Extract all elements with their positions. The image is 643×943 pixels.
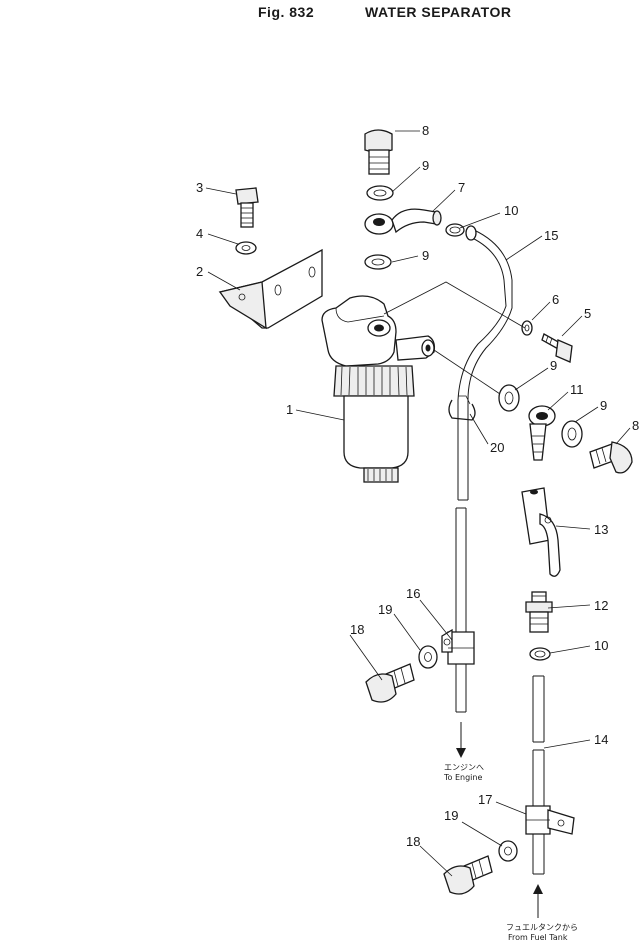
- callout-18-lower: 18: [406, 834, 420, 849]
- clip-part-10-top: [445, 223, 465, 237]
- callout-19-lower: 19: [444, 808, 458, 823]
- leader-lines: [205, 130, 631, 877]
- washer-part-9-top: [366, 185, 394, 201]
- callout-8-right: 8: [632, 418, 639, 433]
- callout-2: 2: [196, 264, 203, 279]
- callout-3: 3: [196, 180, 203, 195]
- tube-upper: [455, 400, 469, 713]
- bolt-part-18-lower: [443, 855, 493, 895]
- callout-4: 4: [196, 226, 203, 241]
- connector-part-12: [525, 591, 553, 633]
- eye-joint-part-11: [528, 405, 556, 461]
- callout-10-lower: 10: [594, 638, 608, 653]
- bolt-part-5: [541, 333, 573, 363]
- callout-17: 17: [478, 792, 492, 807]
- callout-19-upper: 19: [378, 602, 392, 617]
- washer-part-9-right: [561, 420, 583, 448]
- callout-8-top: 8: [422, 123, 429, 138]
- hose-part-15: [457, 225, 513, 401]
- eye-joint-part-7: [364, 208, 442, 235]
- callout-9-right: 9: [600, 398, 607, 413]
- callout-6: 6: [552, 292, 559, 307]
- callout-5: 5: [584, 306, 591, 321]
- from-tank-jp: フュエルタンクから: [506, 923, 578, 932]
- washer-part-19-lower: [498, 840, 518, 862]
- callout-15: 15: [544, 228, 558, 243]
- callout-18-upper: 18: [350, 622, 364, 637]
- bolt-part-18-upper: [365, 663, 415, 703]
- clamp-part-16: [441, 628, 475, 665]
- callout-14: 14: [594, 732, 608, 747]
- bracket-part-2: [218, 248, 323, 330]
- clip-part-10-lower: [529, 647, 551, 661]
- bolt-part-3: [235, 187, 259, 228]
- callout-11: 11: [570, 382, 584, 397]
- water-separator-part-1: [321, 295, 436, 483]
- clamp-part-17: [525, 805, 575, 835]
- callout-9-middle: 9: [422, 248, 429, 263]
- callout-20: 20: [490, 440, 504, 455]
- callout-16: 16: [406, 586, 420, 601]
- washer-part-9-center: [498, 384, 520, 412]
- figure-title: WATER SEPARATOR: [365, 4, 511, 20]
- from-tank-en: From Fuel Tank: [508, 933, 568, 942]
- tube-part-14: [532, 675, 545, 875]
- to-engine-jp: エンジンへ: [444, 763, 484, 772]
- callout-9-center: 9: [550, 358, 557, 373]
- callout-13: 13: [594, 522, 608, 537]
- callout-12: 12: [594, 598, 608, 613]
- hollow-bolt-part-8-top: [364, 129, 393, 175]
- callout-7: 7: [458, 180, 465, 195]
- washer-part-4: [235, 241, 257, 255]
- to-engine-en: To Engine: [443, 773, 482, 782]
- valve-part-13: [521, 487, 561, 577]
- arrow-to-engine: [456, 722, 466, 758]
- figure-number: Fig. 832: [258, 4, 314, 20]
- callout-9-top: 9: [422, 158, 429, 173]
- arrow-from-fuel-tank: [533, 884, 543, 918]
- washer-part-9-middle: [364, 254, 392, 270]
- callout-numbers: 8 9 7 10 9 3 4 2 1 15 6 5 9 11 9 8 20 13…: [196, 123, 639, 849]
- callout-10-top: 10: [504, 203, 518, 218]
- callout-1: 1: [286, 402, 293, 417]
- washer-part-19-upper: [418, 645, 438, 669]
- washer-part-6: [521, 320, 533, 336]
- flow-notes: エンジンへ To Engine フュエルタンクから From Fuel Tank: [443, 763, 578, 942]
- hollow-bolt-part-8-right: [589, 441, 633, 474]
